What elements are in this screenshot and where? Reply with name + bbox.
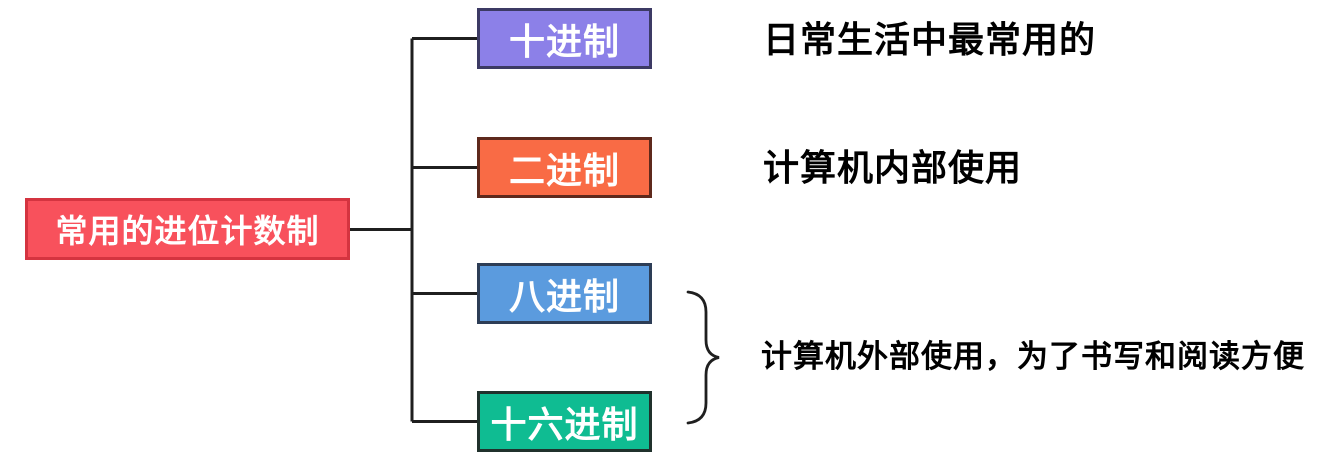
node-decimal: 十进制: [477, 8, 652, 69]
curly-brace: [686, 290, 720, 425]
node-root: 常用的进位计数制: [25, 198, 350, 260]
node-hexadecimal: 十六进制: [477, 391, 652, 452]
note-octal-hexadecimal: 计算机外部使用，为了书写和阅读方便: [761, 339, 1305, 374]
node-binary: 二进制: [477, 137, 652, 198]
note-binary: 计算机内部使用: [763, 147, 1023, 188]
note-decimal: 日常生活中最常用的: [763, 19, 1097, 60]
node-octal: 八进制: [477, 263, 652, 324]
